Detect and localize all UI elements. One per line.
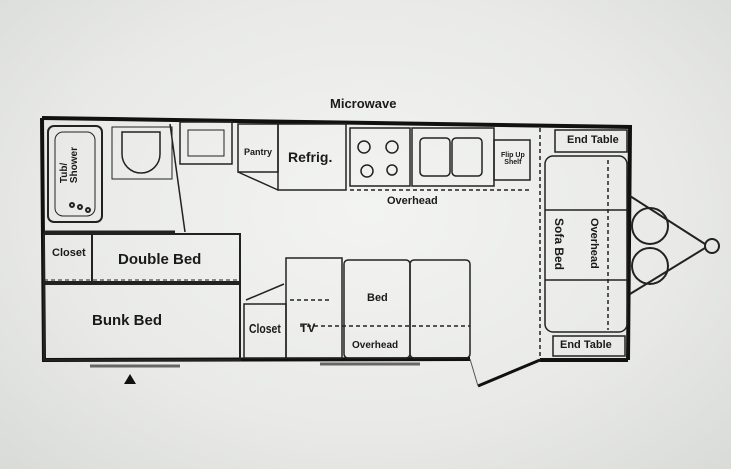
tub-shower-label: Tub/ Shower — [59, 147, 80, 184]
door-marker-icon — [124, 374, 136, 384]
tv-label: TV — [300, 321, 316, 335]
overhead-sofa-label: Overhead — [588, 218, 600, 269]
refrigerator-label: Refrig. — [288, 149, 333, 165]
pantry-label: Pantry — [244, 147, 273, 157]
bathroom — [44, 121, 233, 234]
closet-mid-label: Closet — [249, 321, 281, 336]
flip-up-shelf-label: Flip Up Shelf — [501, 152, 525, 166]
bunk-bed-label: Bunk Bed — [92, 312, 163, 329]
overhead-bed-label: Overhead — [352, 340, 399, 351]
double-bed-label: Double Bed — [118, 251, 202, 268]
sofa-area — [544, 129, 628, 357]
hitch — [629, 195, 720, 295]
entry-door — [469, 358, 541, 388]
end-table-top-label: End Table — [567, 134, 619, 146]
rear-bedroom — [43, 233, 285, 361]
end-table-bottom-label: End Table — [560, 339, 612, 351]
closet-rear-label: Closet — [52, 247, 86, 259]
microwave-label: Microwave — [330, 96, 397, 111]
overhead-kitchen-label: Overhead — [387, 195, 438, 207]
wheel-marks — [90, 362, 420, 368]
sofa-bed-label: Sofa Bed — [552, 218, 566, 271]
kitchen — [237, 123, 541, 360]
bed-label: Bed — [367, 292, 388, 304]
dinette-area — [243, 257, 471, 359]
